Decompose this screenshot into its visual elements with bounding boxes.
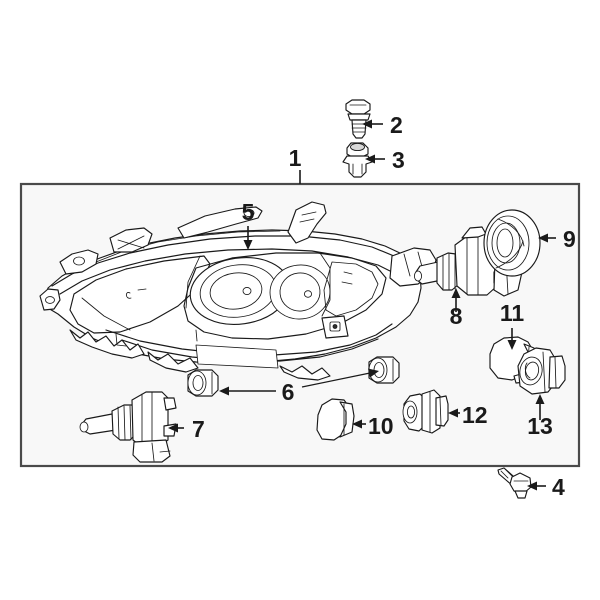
callout-label-12: 12 <box>462 402 488 428</box>
part-mounting-screw <box>497 467 532 499</box>
part-retainer-clip <box>342 142 373 178</box>
arrowhead-2 <box>362 119 372 129</box>
part-grommet-right <box>368 356 400 384</box>
callout-label-7: 7 <box>192 416 205 442</box>
callout-label-9: 9 <box>563 226 576 252</box>
arrowhead-5 <box>243 240 253 250</box>
leader-6-right <box>301 372 371 388</box>
part-flange-bolt <box>345 99 371 139</box>
part-turn-signal-bulb <box>316 398 355 441</box>
arrowhead-4 <box>527 481 537 491</box>
callout-label-2: 2 <box>390 112 403 138</box>
callout-label-13: 13 <box>527 413 553 439</box>
part-bulb-socket-small <box>402 389 449 434</box>
callout-label-3: 3 <box>392 147 405 173</box>
arrowhead-10 <box>352 419 362 429</box>
callout-label-11: 11 <box>500 300 525 326</box>
part-bulb-socket-large <box>517 347 566 395</box>
arrowhead-6-right <box>368 368 379 378</box>
part-grommet-left <box>187 369 219 397</box>
part-dust-cap <box>483 209 541 277</box>
callout-label-6: 6 <box>282 379 295 405</box>
arrowhead-8 <box>451 288 461 298</box>
arrowhead-6-left <box>219 386 229 396</box>
arrowhead-11 <box>507 340 517 350</box>
callout-label-1: 1 <box>289 145 302 171</box>
arrowhead-12 <box>448 408 458 418</box>
callout-labels: 1 2 3 4 5 6 7 8 9 10 11 12 13 <box>192 112 576 500</box>
headlamp-housing-assembly <box>39 201 437 381</box>
arrowhead-3 <box>365 154 375 164</box>
arrowhead-7 <box>168 423 178 433</box>
arrowhead-9 <box>538 233 548 243</box>
callout-label-4: 4 <box>552 474 565 500</box>
part-low-beam-bulb <box>79 391 177 463</box>
callout-leaders <box>168 119 556 491</box>
callout-label-8: 8 <box>450 303 463 329</box>
arrowhead-13 <box>535 394 545 404</box>
callout-label-5: 5 <box>242 199 255 225</box>
callout-label-10: 10 <box>368 413 394 439</box>
